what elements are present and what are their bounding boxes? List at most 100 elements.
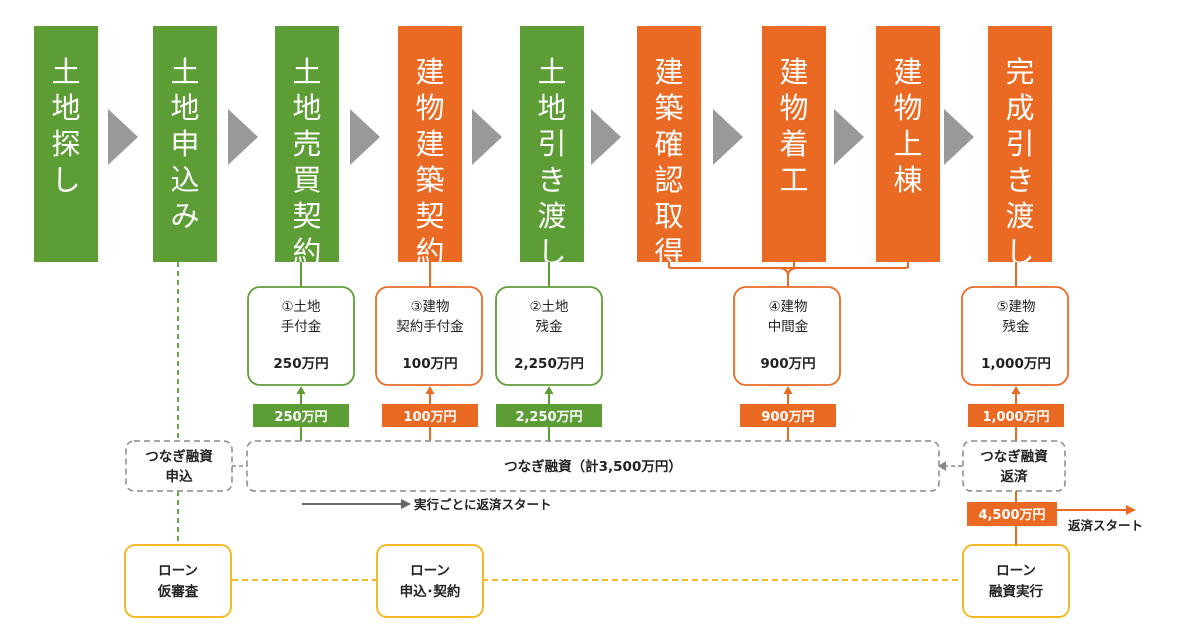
step-bar [34, 26, 98, 262]
step-char: 土 [51, 55, 80, 89]
loan-execution-line1: ローン [996, 563, 1036, 579]
payment-arrowhead [1011, 386, 1021, 394]
bridge-loan-row: つなぎ融資 申込 つなぎ融資（計3,500万円） つなぎ融資 返済 実行ごとに返… [125, 440, 1066, 512]
loan-apply-contract-box [376, 544, 484, 618]
payment-tag [382, 404, 478, 427]
payment-label-line1: ②土地 [529, 299, 569, 315]
bridge-repay-box [962, 440, 1066, 492]
payment-tag [968, 404, 1064, 427]
payment-tag-text: 100万円 [403, 410, 456, 425]
step-char: 土 [170, 55, 199, 89]
repay-start-arrowhead [401, 499, 411, 509]
chevron-arrow-icon [713, 109, 743, 165]
payment-tag-text: 250万円 [274, 410, 327, 425]
bridge-repay-line2: 返済 [1001, 468, 1029, 485]
payment-tag-text: 2,250万円 [515, 410, 582, 425]
step-char: 建 [415, 55, 444, 89]
loan-row: ローン 仮審査 ローン 申込･契約 ローン 融資実行 4,500万円 返済スター… [124, 491, 1143, 618]
step-char: 引 [537, 127, 566, 161]
payment-arrowhead [425, 386, 435, 394]
chevron-arrow-icon [591, 109, 621, 165]
step-char: 物 [415, 91, 444, 125]
chevron-arrow-icon [108, 109, 138, 165]
step-char: 築 [415, 163, 444, 197]
step-char: し [1005, 235, 1034, 269]
step-char: 土 [537, 55, 566, 89]
payment-box [961, 286, 1069, 386]
step-char: 認 [654, 163, 683, 197]
step-bar [275, 26, 339, 262]
step-char: 上 [893, 127, 922, 161]
step-char: 建 [654, 55, 683, 89]
chevron-arrow-icon [228, 109, 258, 165]
step-char: 着 [779, 127, 808, 161]
step-char: し [537, 235, 566, 269]
repay-start-note: 実行ごとに返済スタート [414, 497, 552, 512]
step-char: 完 [1005, 55, 1034, 89]
step-char: 引 [1005, 127, 1034, 161]
payment-label-line2: 中間金 [768, 319, 809, 335]
payment-label-line1: ③建物 [410, 299, 449, 315]
payment-amount: 900万円 [760, 356, 815, 372]
step-char: 地 [170, 91, 199, 125]
step-char: 渡 [1005, 199, 1034, 233]
step-char: 約 [292, 235, 321, 269]
chevron-arrow-icon [472, 109, 502, 165]
step-char: 工 [779, 163, 808, 197]
step-char: み [170, 199, 199, 233]
bridge-repay-line1: つなぎ融資 [980, 448, 1048, 465]
loan-apply-contract-line2: 申込･契約 [400, 583, 461, 600]
loan-execution-box [962, 544, 1070, 618]
step-char: 契 [292, 199, 321, 233]
bridge-apply-line1: つなぎ融資 [145, 448, 213, 465]
step-char: 地 [292, 91, 321, 125]
step-char: 物 [779, 91, 808, 125]
loan-repay-start-label: 返済スタート [1068, 518, 1143, 533]
process-steps: 土地探し土地申込み土地売買契約建物建築契約土地引き渡し建築確認取得建物着工建物上… [34, 26, 1052, 269]
bridge-apply-box [125, 440, 233, 492]
payment-boxes: ①土地手付金250万円250万円③建物契約手付金100万円100万円②土地残金2… [247, 286, 1069, 427]
step-char: き [537, 163, 566, 197]
payment-label-line2: 残金 [1003, 319, 1031, 335]
payment-amount: 100万円 [402, 356, 457, 372]
payment-label-line2: 残金 [536, 319, 564, 335]
payment-tag [740, 404, 836, 427]
payment-tag [496, 404, 602, 427]
loan-pre-review-line2: 仮審査 [157, 583, 199, 600]
payment-box [247, 286, 355, 386]
loan-pre-review-line1: ローン [158, 563, 198, 579]
step-char: 込 [170, 163, 199, 197]
payment-label-line1: ④建物 [768, 299, 807, 315]
payment-label-line2: 契約手付金 [396, 319, 464, 335]
chevron-arrow-icon [350, 109, 380, 165]
step-char: 棟 [893, 163, 922, 197]
step-char: 取 [654, 199, 683, 233]
connector-lines [177, 262, 1021, 545]
step-char: 渡 [537, 199, 566, 233]
step-char: 成 [1005, 91, 1034, 125]
loan-total-tag-text: 4,500万円 [978, 508, 1045, 523]
loan-repay-start-arrowhead [1126, 505, 1136, 515]
bridge-apply-line2: 申込 [166, 468, 193, 485]
loan-apply-contract-line1: ローン [410, 563, 450, 579]
loan-execution-line2: 融資実行 [989, 583, 1043, 600]
loan-total-tag [967, 502, 1057, 526]
payment-amount: 1,000万円 [981, 356, 1051, 372]
loan-pre-review-box [124, 544, 232, 618]
step-chevrons [108, 109, 974, 165]
step-char: 契 [415, 199, 444, 233]
step-char: 建 [779, 55, 808, 89]
payment-arrowhead [783, 386, 793, 394]
step-char: し [51, 163, 80, 197]
step-char: 築 [654, 91, 683, 125]
payment-tag [253, 404, 349, 427]
step-char: 地 [537, 91, 566, 125]
